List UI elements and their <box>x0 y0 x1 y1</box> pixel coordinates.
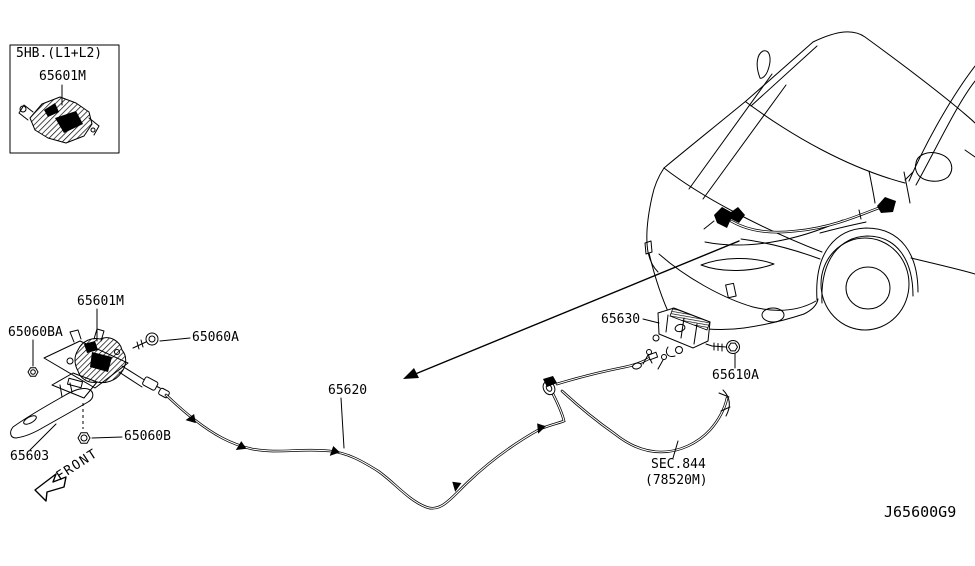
leader-lines <box>29 318 736 459</box>
part-label-hood-lock: 65630 <box>601 312 641 327</box>
location-arrow <box>403 240 740 379</box>
screw-a-drawing <box>132 332 159 350</box>
part-label-screw-a: 65060A <box>192 330 239 345</box>
bolt-a-drawing <box>705 340 740 354</box>
part-label-grommet-ba: 65060BA <box>8 325 63 340</box>
grommet-ba-drawing <box>27 367 39 377</box>
inset-part-drawing <box>18 96 100 144</box>
release-handle-drawing <box>10 308 170 439</box>
inset-variant-note: 5HB.(L1+L2) <box>16 46 103 61</box>
part-label-release-cable: 65620 <box>328 383 368 398</box>
sec844-cable-drawing <box>560 389 731 454</box>
sec-reference-line2: (78520M) <box>645 473 708 488</box>
part-label-nut-b: 65060B <box>124 429 171 444</box>
part-label-lock-assembly: 65601M <box>77 294 124 309</box>
car-outline-drawing <box>644 31 975 331</box>
hood-lock-drawing <box>642 307 711 370</box>
nut-b-drawing <box>77 432 91 444</box>
diagram-code: J65600G9 <box>884 503 957 521</box>
inset-part-label: 65601M <box>39 69 86 84</box>
release-cable-drawing <box>164 351 659 510</box>
part-label-handle: 65603 <box>10 449 50 464</box>
sec-reference-line1: SEC.844 <box>651 457 706 472</box>
front-direction-arrow <box>34 473 67 502</box>
part-label-bolt: 65610A <box>712 368 759 383</box>
engine-bay-cable-drawing <box>703 197 896 234</box>
